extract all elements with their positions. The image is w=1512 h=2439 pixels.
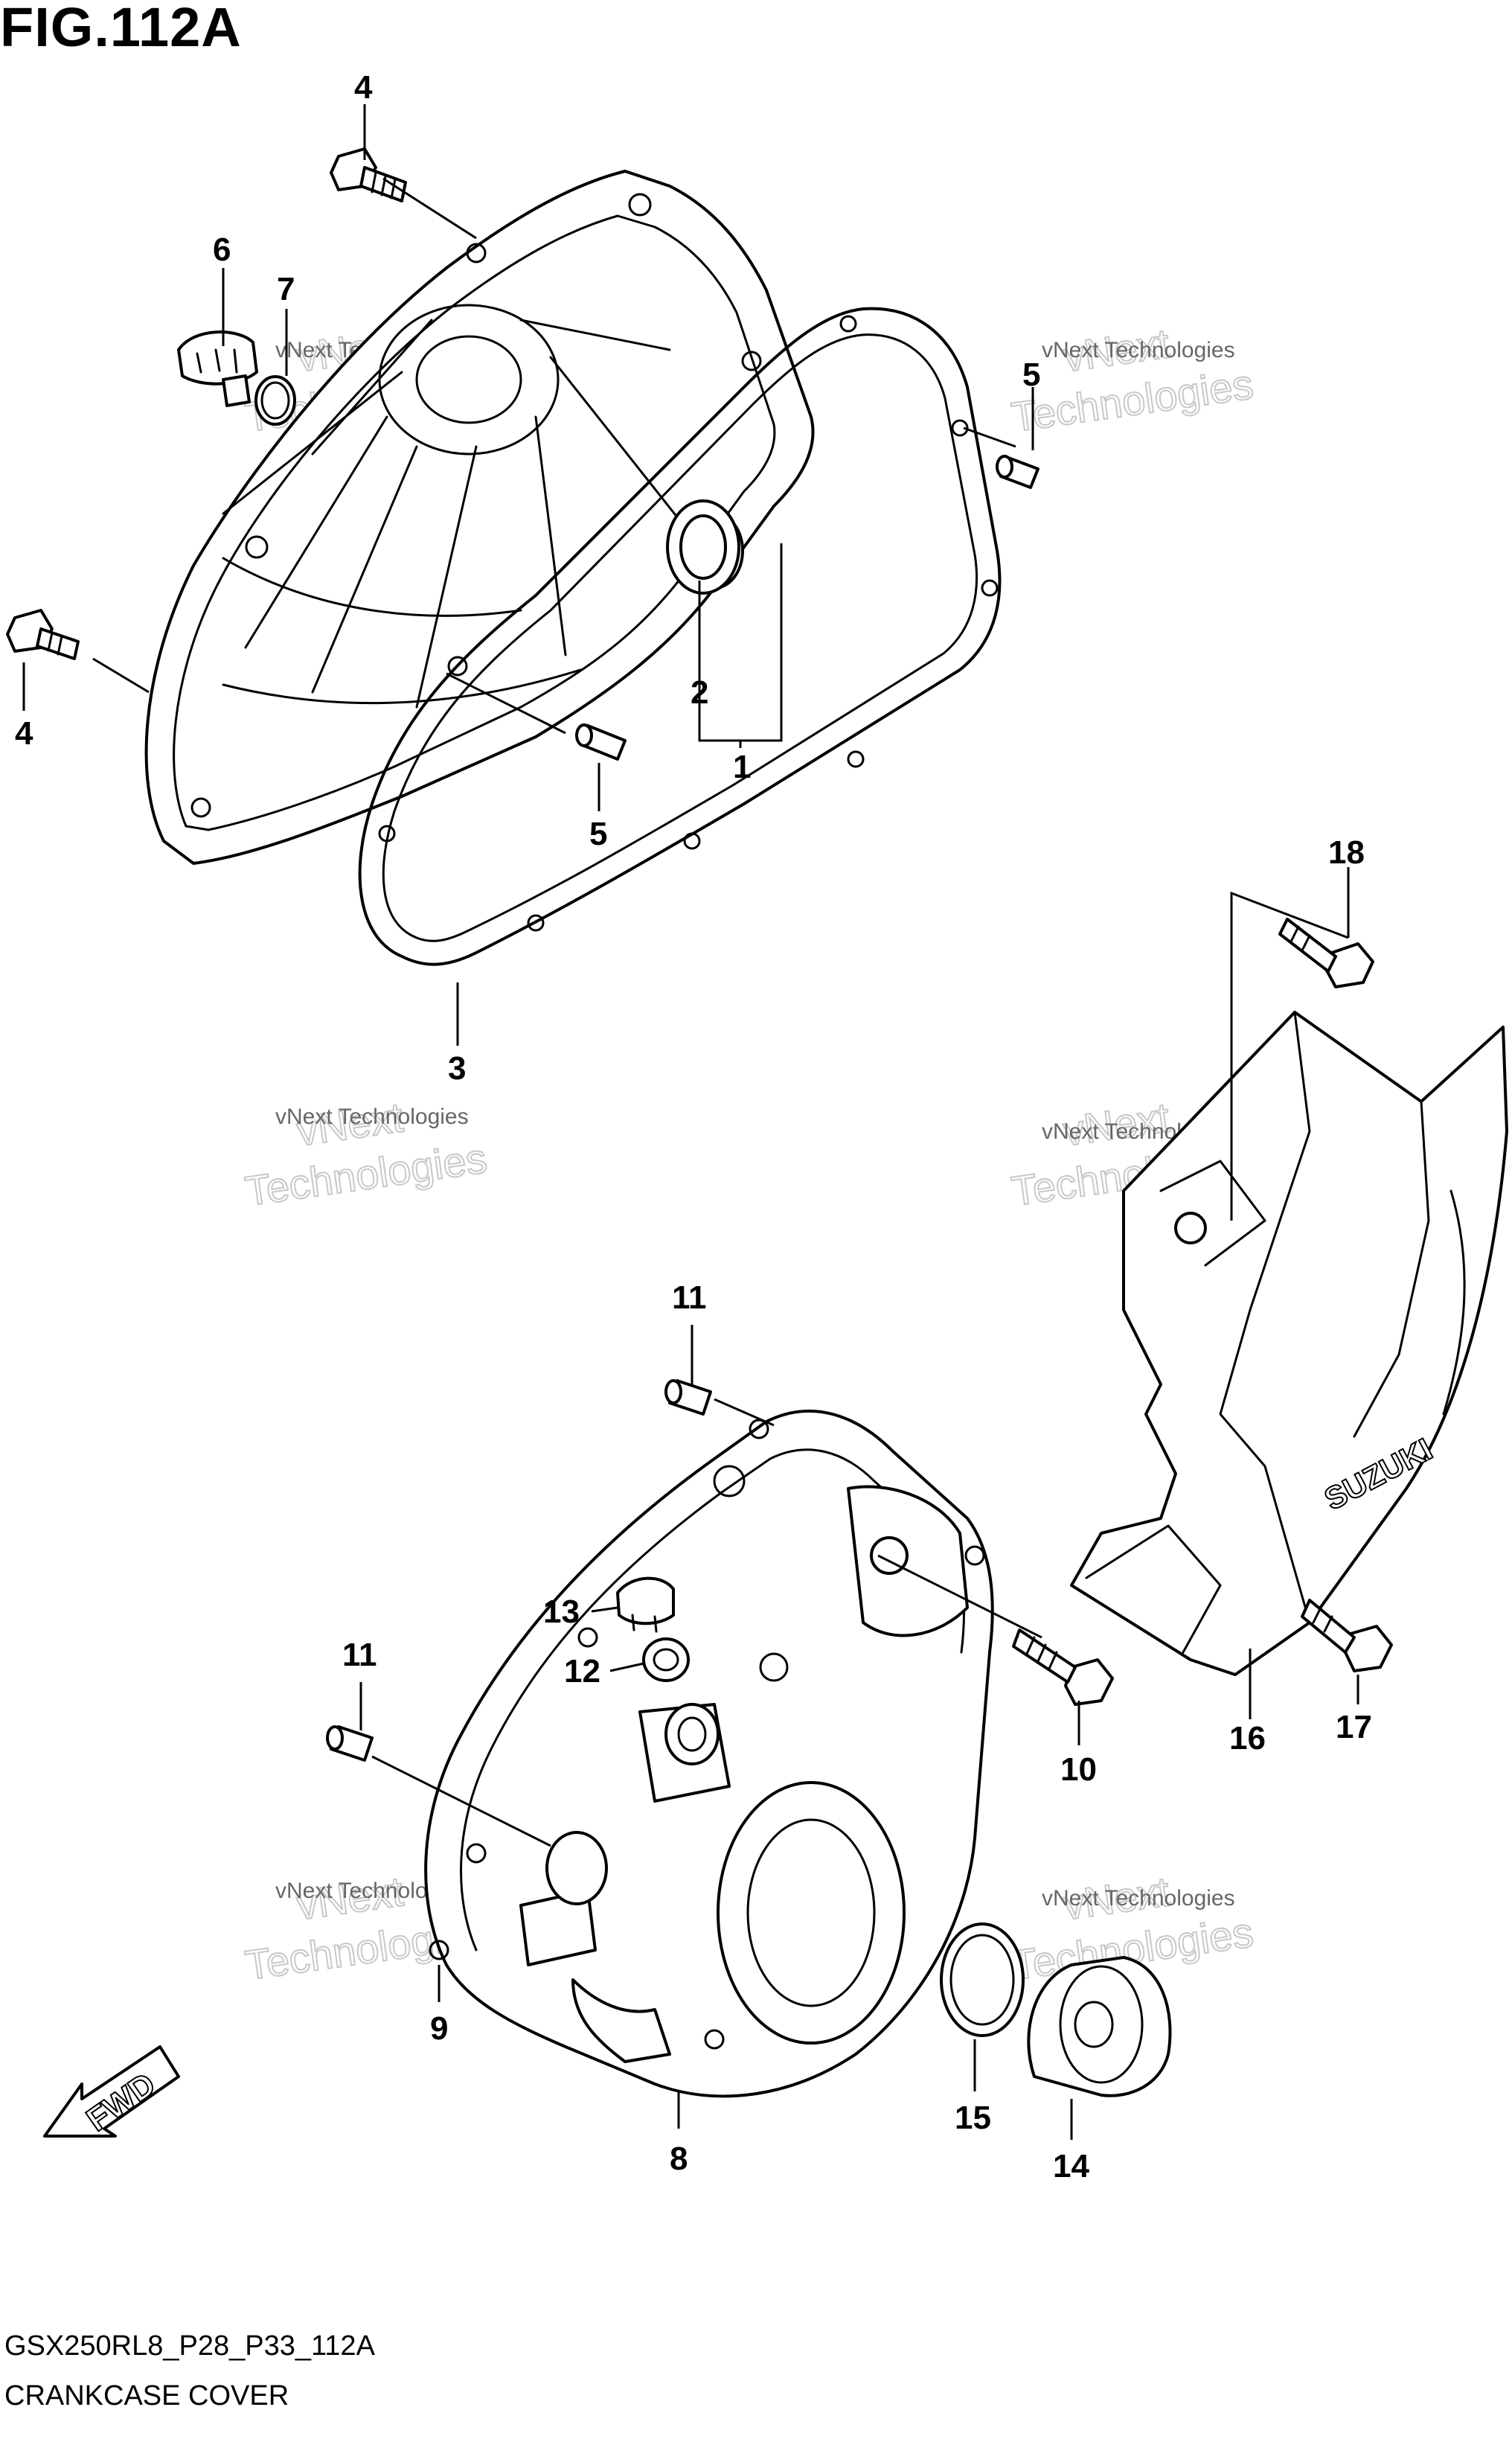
callout-1: 1 — [733, 749, 751, 785]
watermark-logo-big: Technologies — [1008, 360, 1255, 441]
forward-arrow: FWD — [43, 2045, 180, 2139]
callout-6: 6 — [213, 231, 231, 268]
callout-16: 16 — [1229, 1720, 1266, 1756]
callout-5-center: 5 — [589, 816, 607, 852]
callout-8: 8 — [670, 2141, 688, 2177]
bolt-18 — [1278, 918, 1374, 988]
bolt-4-top — [330, 147, 407, 202]
watermark-text: vNext Technologies — [1042, 1886, 1235, 1911]
magneto-cover — [424, 1409, 994, 2098]
figure-name: CRANKCASE COVER — [4, 2380, 289, 2411]
dowel-pin-5-right — [996, 455, 1040, 489]
callout-3: 3 — [448, 1050, 466, 1087]
callout-11-top: 11 — [672, 1279, 707, 1316]
cap-14 — [1027, 1956, 1172, 2097]
callout-15: 15 — [955, 2100, 991, 2136]
bolt-17 — [1301, 1599, 1393, 1672]
callout-18: 18 — [1328, 834, 1365, 871]
plug-13 — [616, 1576, 675, 1633]
bolt-4-left — [6, 609, 80, 660]
leader-lines — [22, 104, 1359, 2140]
callout-12: 12 — [564, 1653, 600, 1690]
callout-4-left: 4 — [15, 715, 33, 752]
callout-9: 9 — [430, 2010, 448, 2047]
gasket-12 — [642, 1637, 690, 1682]
callout-7: 7 — [277, 271, 295, 307]
callout-10: 10 — [1060, 1751, 1097, 1788]
oil-filler-cap — [177, 330, 258, 407]
dowel-pin-5-center — [575, 723, 627, 761]
watermark-text: vNext Technologies — [1042, 338, 1235, 362]
dowel-pin-11-top — [664, 1379, 712, 1416]
callout-5-right: 5 — [1022, 357, 1040, 393]
callout-2: 2 — [691, 674, 708, 711]
watermark: Technologies vNext — [241, 1093, 490, 1215]
callout-4-top: 4 — [354, 69, 373, 106]
gasket — [358, 307, 1002, 966]
bolt-10 — [1012, 1628, 1114, 1706]
callout-17: 17 — [1336, 1709, 1372, 1745]
watermark-text: vNext Technologies — [275, 1105, 469, 1129]
figure-title: FIG.112A — [0, 0, 242, 58]
dowel-pin-11-left — [326, 1725, 374, 1762]
callout-14: 14 — [1053, 2148, 1089, 2184]
oil-seal — [666, 499, 740, 595]
o-ring-7 — [254, 375, 296, 426]
callout-13: 13 — [543, 1593, 580, 1630]
watermark-logo-big: Technologies — [242, 1134, 489, 1215]
cover-protector — [1070, 1011, 1508, 1676]
callout-11-left: 11 — [342, 1637, 377, 1673]
figure-code: GSX250RL8_P28_P33_112A — [4, 2330, 375, 2362]
callouts: 1 2 3 4 4 5 5 6 7 8 9 10 11 11 12 13 14 … — [15, 69, 1372, 2184]
o-ring-15 — [940, 1922, 1025, 2037]
